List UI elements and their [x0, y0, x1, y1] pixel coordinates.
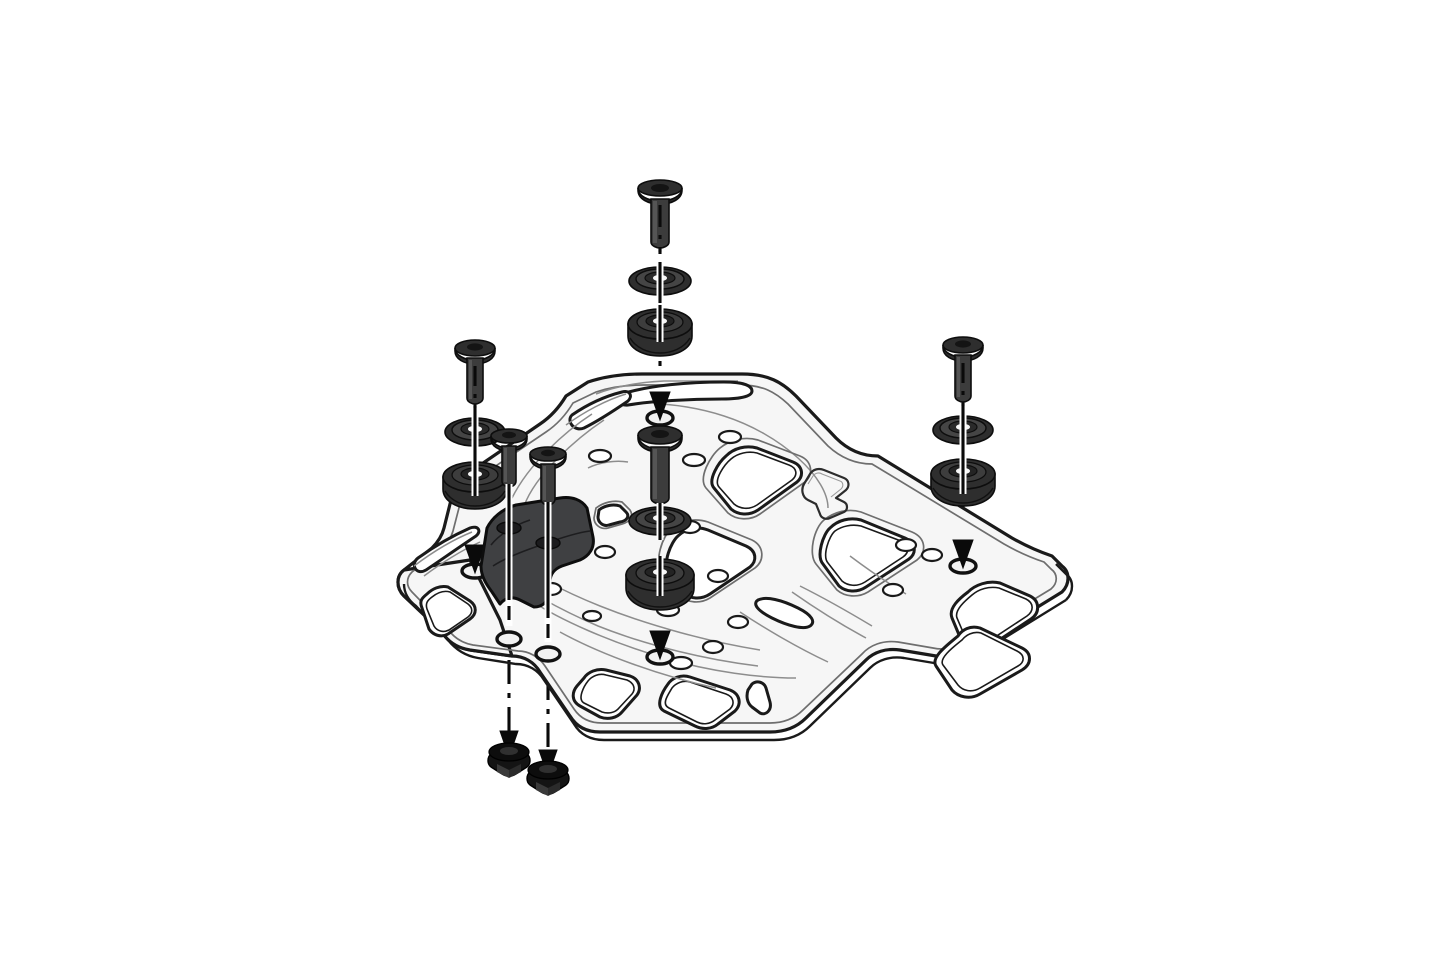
bolt-highlight [653, 449, 657, 499]
logo-shape [801, 467, 850, 520]
bolt-socket [467, 343, 483, 351]
long-bolt-right[interactable] [942, 336, 984, 403]
plate-left-louvers [412, 525, 481, 577]
bolt-highlight [469, 360, 472, 399]
bolt-socket [502, 431, 516, 439]
axis-tails [473, 205, 965, 408]
hole[interactable] [894, 537, 918, 553]
plate-cutout-right-upper-inner [955, 586, 1033, 645]
grommet-bottom-line [932, 487, 994, 504]
plate-cutout-small-upper[interactable] [596, 503, 630, 527]
hole[interactable] [881, 582, 905, 598]
slot-shadow-left [413, 531, 473, 567]
plate-cutout-right-lower-inner [941, 631, 1024, 692]
bolt-socket [955, 340, 971, 348]
slot-ref [799, 585, 873, 627]
logo-highlight [807, 472, 844, 498]
nut-facet [497, 764, 509, 778]
rib-short [739, 611, 829, 663]
hole[interactable] [706, 568, 730, 584]
hole[interactable] [581, 609, 603, 623]
pocket-contour-2 [811, 509, 925, 597]
nut-bore [500, 747, 518, 755]
long-bolt-top-center[interactable] [637, 179, 683, 249]
hole[interactable] [717, 429, 743, 445]
slot-shadow-left2 [423, 541, 481, 577]
louver-line [595, 380, 738, 395]
nut-facet [548, 782, 560, 796]
long-bolt-center-seated[interactable] [637, 425, 683, 505]
bolt-highlight [957, 357, 960, 397]
bolt-highlight [543, 466, 546, 500]
arrowhead-top-center [649, 391, 671, 422]
mounting-hole-bracket-a[interactable] [495, 630, 523, 648]
brand-emblem-logo [801, 467, 850, 520]
plate-cutout-topright-inner [716, 451, 797, 510]
rib-short [791, 591, 867, 639]
plate-cutout-bottom-center[interactable] [658, 674, 741, 730]
plate-cutout-midright-inner [824, 524, 909, 587]
arrowhead-left [464, 544, 486, 575]
rib-long [559, 631, 717, 689]
slot-shadow [565, 393, 627, 426]
hole[interactable] [701, 639, 725, 655]
hole[interactable] [726, 614, 750, 630]
rib-contour [654, 403, 829, 509]
axis-through-bores [471, 262, 967, 642]
plate-thickness-edge [402, 583, 1067, 742]
plate-slot-lower[interactable] [754, 596, 815, 630]
hole[interactable] [593, 544, 617, 560]
hole[interactable] [920, 547, 944, 563]
plate-slot-left [412, 525, 481, 573]
plate-cutout-bottom-center-inner [664, 680, 734, 725]
hex-nut-a[interactable] [487, 742, 531, 778]
bolt-highlight [504, 448, 507, 482]
grommet-bottom-line [627, 590, 693, 608]
hole[interactable] [681, 452, 707, 468]
bolt-socket [651, 184, 669, 192]
bolt-socket [651, 430, 669, 438]
nut-bore [539, 765, 557, 773]
arrowhead-bottom-center [649, 630, 671, 661]
hex-nut-b[interactable] [526, 760, 570, 796]
mounting-hole-bracket-b[interactable] [534, 645, 562, 663]
plate-cutout-bottom-left-inner [580, 673, 635, 714]
grommet-bottom-line [629, 337, 691, 354]
plate-cutout-topright[interactable] [710, 445, 803, 516]
nut-facet [536, 782, 548, 796]
adapter-plate[interactable] [396, 372, 1074, 742]
plate-cutout-diamond-left-inner [425, 590, 473, 633]
pocket-contour [702, 437, 812, 520]
bolt-highlight [653, 201, 657, 243]
grommet-bottom-line [444, 490, 506, 507]
nut-facet [509, 764, 521, 778]
detail-line [587, 460, 629, 469]
plate-thickness-edge-right [1055, 563, 1074, 601]
plate-cutout-bottom-small[interactable] [745, 680, 772, 716]
plate-slot-top [617, 380, 754, 407]
bolt-socket [541, 449, 555, 457]
arrowhead-right [952, 539, 974, 570]
hole[interactable] [587, 448, 613, 464]
